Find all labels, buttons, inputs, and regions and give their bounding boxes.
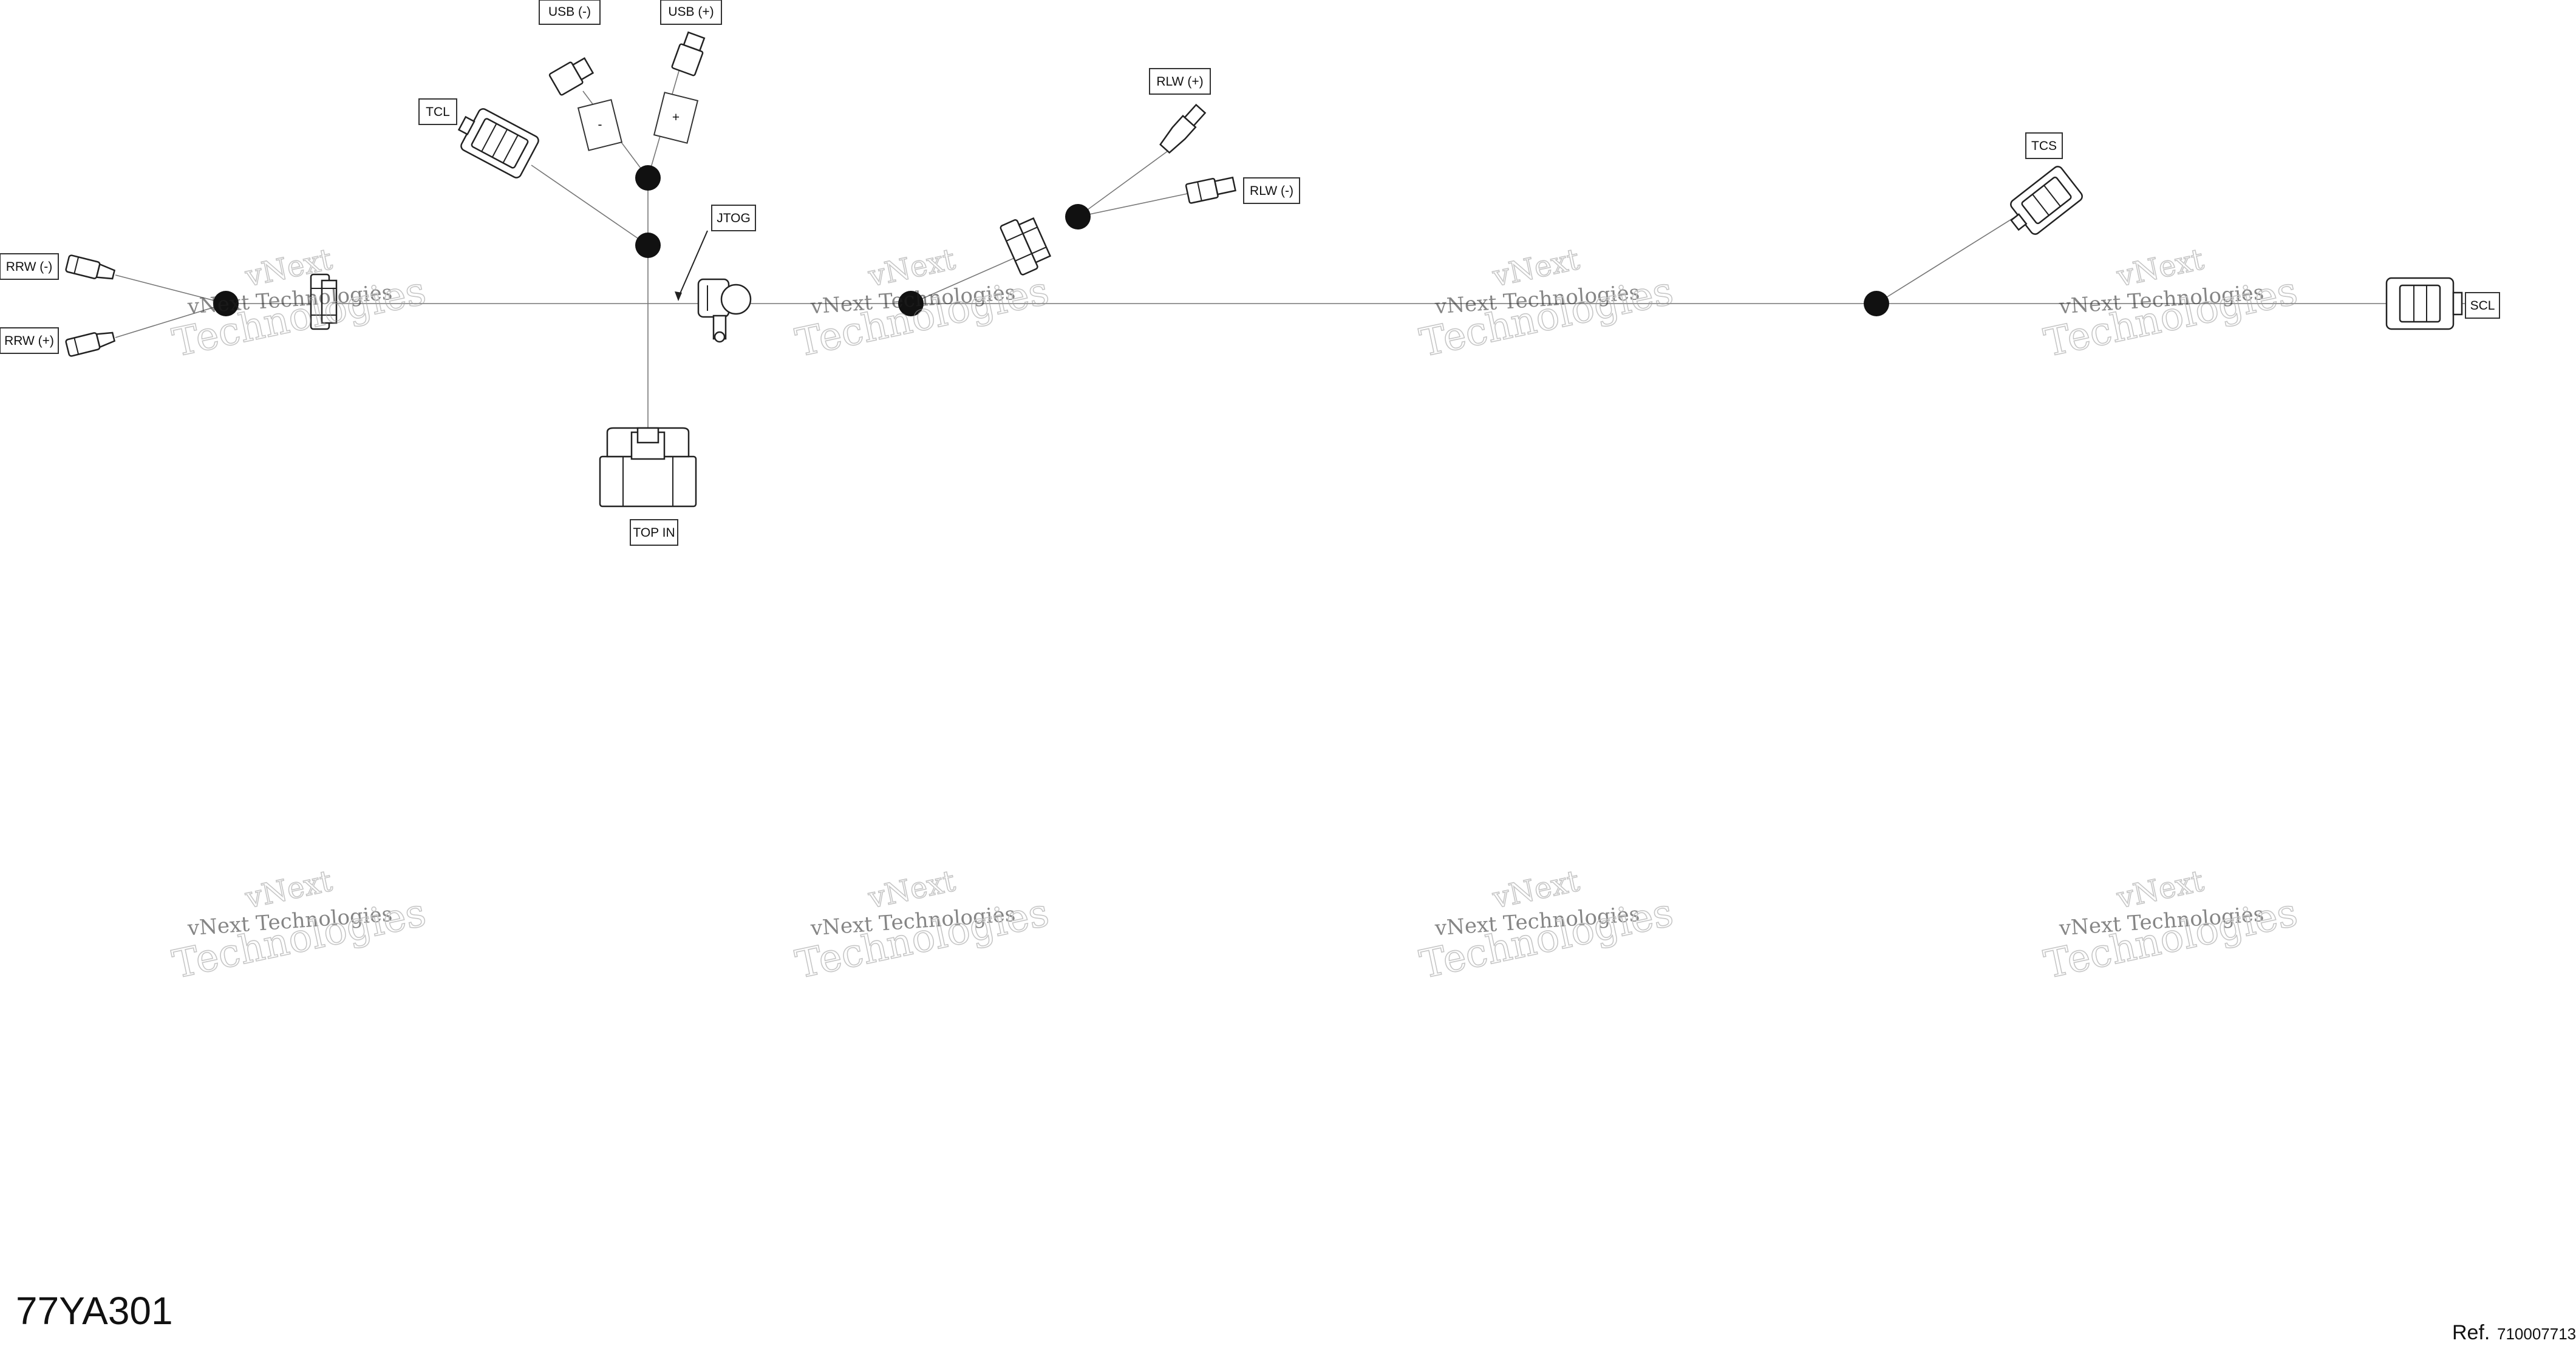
wire-rlw-pos [1077, 145, 1176, 217]
scl-connector [2385, 277, 2463, 330]
splice-node [635, 165, 661, 191]
usb-neg-terminal [548, 57, 595, 96]
wire-rlw-neg [1077, 192, 1191, 217]
usb-neg-mark: - [598, 118, 602, 132]
wires [115, 66, 2496, 428]
connector-labels: RRW (-) RRW (+) TCL USB (-) USB (+) JTOG… [0, 0, 2500, 546]
label-rlw-neg: RLW (-) [1243, 177, 1300, 204]
splice-node [1065, 204, 1091, 229]
watermark: vNext vNext Technologies Technologies [1416, 863, 1677, 988]
label-usb-pos: USB (+) [660, 0, 722, 25]
label-scl-text: SCL [2470, 299, 2495, 313]
part-number: 77YA301 [16, 1289, 173, 1333]
ref-label: Ref. [2452, 1321, 2490, 1344]
jtog-leader [678, 230, 708, 298]
watermarks: vNext vNext Technologies Technologies vN… [168, 242, 2302, 988]
rlw-neg-terminal [1185, 176, 1236, 204]
label-scl: SCL [2465, 292, 2500, 319]
usb-wire-marks: - + [577, 92, 699, 151]
rlw-pos-terminal [1159, 103, 1207, 154]
splice-node [898, 291, 924, 316]
rlw-inline-connector [1000, 217, 1052, 276]
top-in-connector [599, 427, 697, 508]
label-top-in: TOP IN [630, 519, 678, 546]
watermark: vNext vNext Technologies Technologies [2040, 242, 2302, 366]
label-rrw-pos: RRW (+) [0, 327, 59, 354]
svg-text:Technologies: Technologies [792, 268, 1053, 365]
svg-text:Technologies: Technologies [2040, 890, 2302, 987]
wire-rlw-branch [910, 250, 1033, 304]
label-usb-pos-text: USB (+) [668, 5, 714, 19]
splice-node [213, 291, 239, 316]
label-rrw-neg-text: RRW (-) [6, 260, 53, 274]
wire-rrw-neg [115, 274, 227, 304]
rrw-pos-terminal [65, 331, 116, 357]
label-rrw-neg: RRW (-) [0, 253, 59, 280]
label-rlw-pos-text: RLW (+) [1156, 75, 1203, 89]
watermark: vNext vNext Technologies Technologies [2040, 863, 2302, 988]
svg-text:Technologies: Technologies [169, 890, 430, 987]
jtog-connector [697, 278, 752, 343]
svg-text:Technologies: Technologies [2040, 268, 2302, 365]
wire-tcs [1876, 212, 2023, 304]
watermark: vNext vNext Technologies Technologies [168, 242, 430, 366]
tcl-connector [457, 108, 539, 178]
label-rlw-pos: RLW (+) [1149, 68, 1211, 95]
splice-nodes [213, 165, 1889, 316]
jtog-arrow [675, 291, 682, 301]
label-usb-neg-text: USB (-) [548, 5, 591, 19]
label-jtog-text: JTOG [717, 211, 751, 225]
watermark: vNext vNext Technologies Technologies [791, 863, 1053, 988]
label-tcl: TCL [418, 98, 457, 125]
usb-pos-terminal [671, 31, 706, 76]
svg-text:Technologies: Technologies [1416, 890, 1677, 987]
usb-pos-mark: + [672, 110, 680, 124]
ref-number: 710007713 [2497, 1325, 2576, 1343]
watermark: vNext vNext Technologies Technologies [168, 863, 430, 988]
wire-rrw-pos [115, 303, 227, 338]
label-tcs: TCS [2025, 132, 2063, 159]
label-usb-neg: USB (-) [539, 0, 601, 25]
wire-tcl [531, 165, 649, 246]
splice-node [1864, 291, 1889, 316]
label-top-in-text: TOP IN [633, 526, 675, 540]
svg-text:Technologies: Technologies [1416, 268, 1677, 365]
rrw-neg-terminal [65, 254, 116, 280]
label-rlw-neg-text: RLW (-) [1250, 184, 1293, 198]
watermark: vNext vNext Technologies Technologies [1416, 242, 1677, 366]
label-jtog: JTOG [711, 205, 756, 231]
tcs-connector [2010, 166, 2083, 235]
label-tcs-text: TCS [2031, 139, 2057, 153]
splice-node [635, 233, 661, 258]
svg-text:Technologies: Technologies [792, 890, 1053, 987]
usb-pos-mark-box [653, 92, 699, 144]
rrw-inline-connector [310, 273, 338, 330]
usb-neg-mark-box [577, 99, 623, 151]
label-tcl-text: TCL [426, 105, 450, 119]
svg-text:Technologies: Technologies [169, 268, 430, 365]
label-rrw-pos-text: RRW (+) [4, 334, 54, 348]
